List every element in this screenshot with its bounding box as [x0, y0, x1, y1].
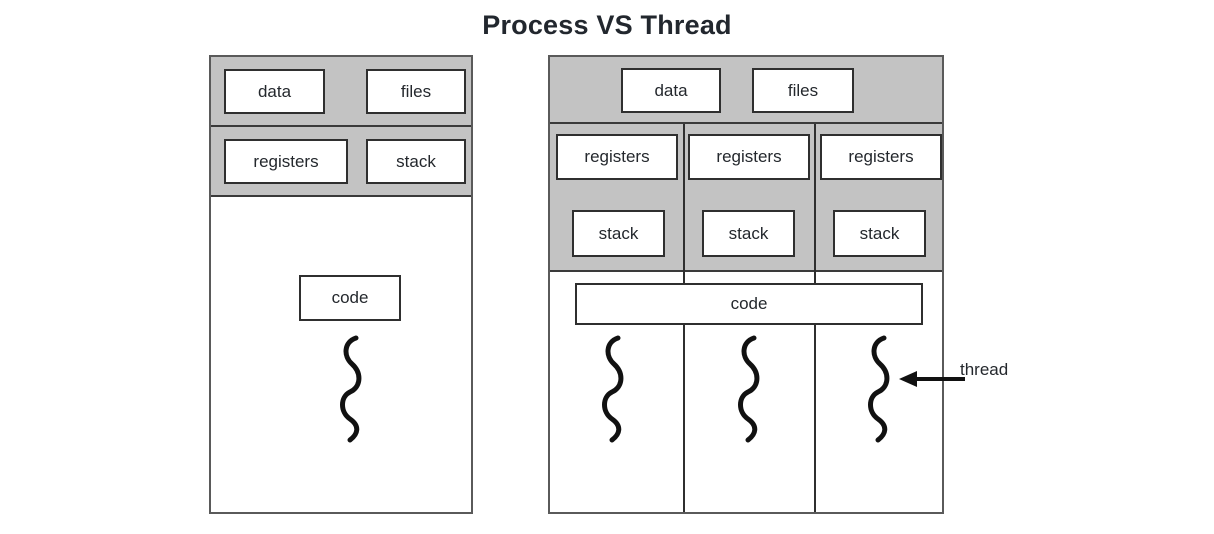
process-cell-code: code	[299, 275, 401, 321]
thread-column-2-stack: stack	[702, 210, 795, 257]
thread-column-separator	[814, 124, 816, 272]
thread-squiggle-3	[863, 334, 897, 444]
thread-column-1-registers: registers	[556, 134, 678, 180]
process-cell-stack: stack	[366, 139, 466, 184]
thread-squiggle-1	[597, 334, 631, 444]
thread-squiggle-2	[733, 334, 767, 444]
thread-column-separator	[814, 272, 816, 512]
process-cell-data: data	[224, 69, 325, 114]
process-shared-band-row-1: data files	[211, 57, 471, 127]
thread-column-2-registers: registers	[688, 134, 810, 180]
single-threaded-process-diagram: data files registers stack code	[209, 55, 473, 514]
page-title: Process VS Thread	[482, 10, 732, 40]
multi-threaded-process-diagram: data files registers stack registers sta…	[548, 55, 944, 514]
thread-cell-data: data	[621, 68, 721, 113]
process-cell-registers: registers	[224, 139, 348, 184]
thread-column-separator	[683, 272, 685, 512]
thread-column-3-registers: registers	[820, 134, 942, 180]
thread-annotation-arrow	[895, 368, 967, 390]
thread-column-3-stack: stack	[833, 210, 926, 257]
thread-annotation-label: thread	[960, 360, 1009, 379]
thread-column-separator	[683, 124, 685, 272]
thread-per-column-band: registers stack registers stack register…	[550, 124, 942, 272]
process-shared-band-row-2: registers stack	[211, 127, 471, 197]
process-thread-squiggle	[335, 334, 369, 444]
thread-cell-files: files	[752, 68, 854, 113]
thread-shared-band-row-1: data files	[550, 57, 942, 124]
thread-cell-code: code	[575, 283, 923, 325]
process-cell-files: files	[366, 69, 466, 114]
thread-column-1-stack: stack	[572, 210, 665, 257]
